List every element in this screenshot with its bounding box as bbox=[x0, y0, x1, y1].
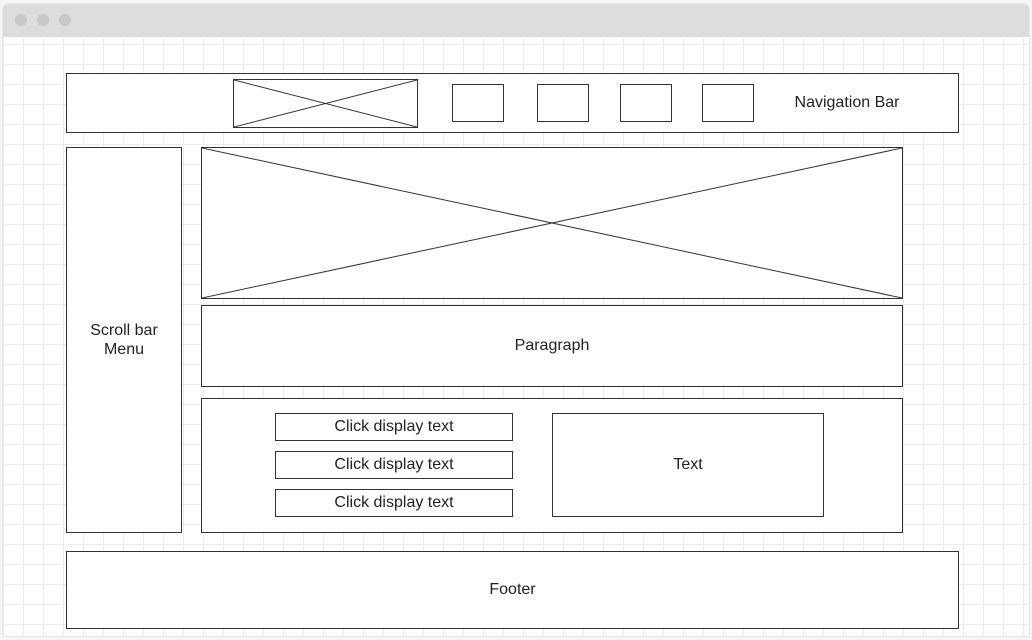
crossed-box-icon bbox=[202, 148, 902, 298]
window-maximize-dot[interactable] bbox=[59, 14, 71, 26]
nav-item-1[interactable] bbox=[452, 84, 504, 122]
text-display-box: Text bbox=[552, 413, 824, 517]
display-text-button-3[interactable]: Click display text bbox=[275, 489, 513, 517]
browser-window: Navigation Bar Scroll bar Menu Paragraph… bbox=[3, 4, 1029, 636]
sidebar-menu[interactable]: Scroll bar Menu bbox=[66, 147, 182, 533]
display-text-button-1[interactable]: Click display text bbox=[275, 413, 513, 441]
nav-item-4[interactable] bbox=[702, 84, 754, 122]
window-close-dot[interactable] bbox=[15, 14, 27, 26]
text-display-label: Text bbox=[673, 456, 703, 473]
logo-image-placeholder bbox=[233, 79, 418, 128]
hero-image-placeholder bbox=[201, 147, 903, 299]
window-titlebar bbox=[3, 4, 1029, 37]
display-text-button-label: Click display text bbox=[334, 456, 454, 473]
nav-label: Navigation Bar bbox=[794, 94, 900, 111]
paragraph-label: Paragraph bbox=[514, 337, 590, 354]
footer: Footer bbox=[66, 551, 959, 629]
display-text-button-2[interactable]: Click display text bbox=[275, 451, 513, 479]
nav-item-3[interactable] bbox=[620, 84, 672, 122]
crossed-box-icon bbox=[234, 80, 417, 127]
nav-item-2[interactable] bbox=[537, 84, 589, 122]
navigation-bar: Navigation Bar bbox=[66, 73, 959, 133]
content-section: Click display text Click display text Cl… bbox=[201, 398, 903, 533]
window-minimize-dot[interactable] bbox=[37, 14, 49, 26]
display-text-button-label: Click display text bbox=[334, 418, 454, 435]
footer-label: Footer bbox=[489, 581, 536, 598]
sidebar-label: Scroll bar Menu bbox=[90, 322, 158, 358]
wireframe-canvas: Navigation Bar Scroll bar Menu Paragraph… bbox=[3, 37, 1029, 636]
paragraph-block: Paragraph bbox=[201, 305, 903, 387]
display-text-button-label: Click display text bbox=[334, 494, 454, 511]
